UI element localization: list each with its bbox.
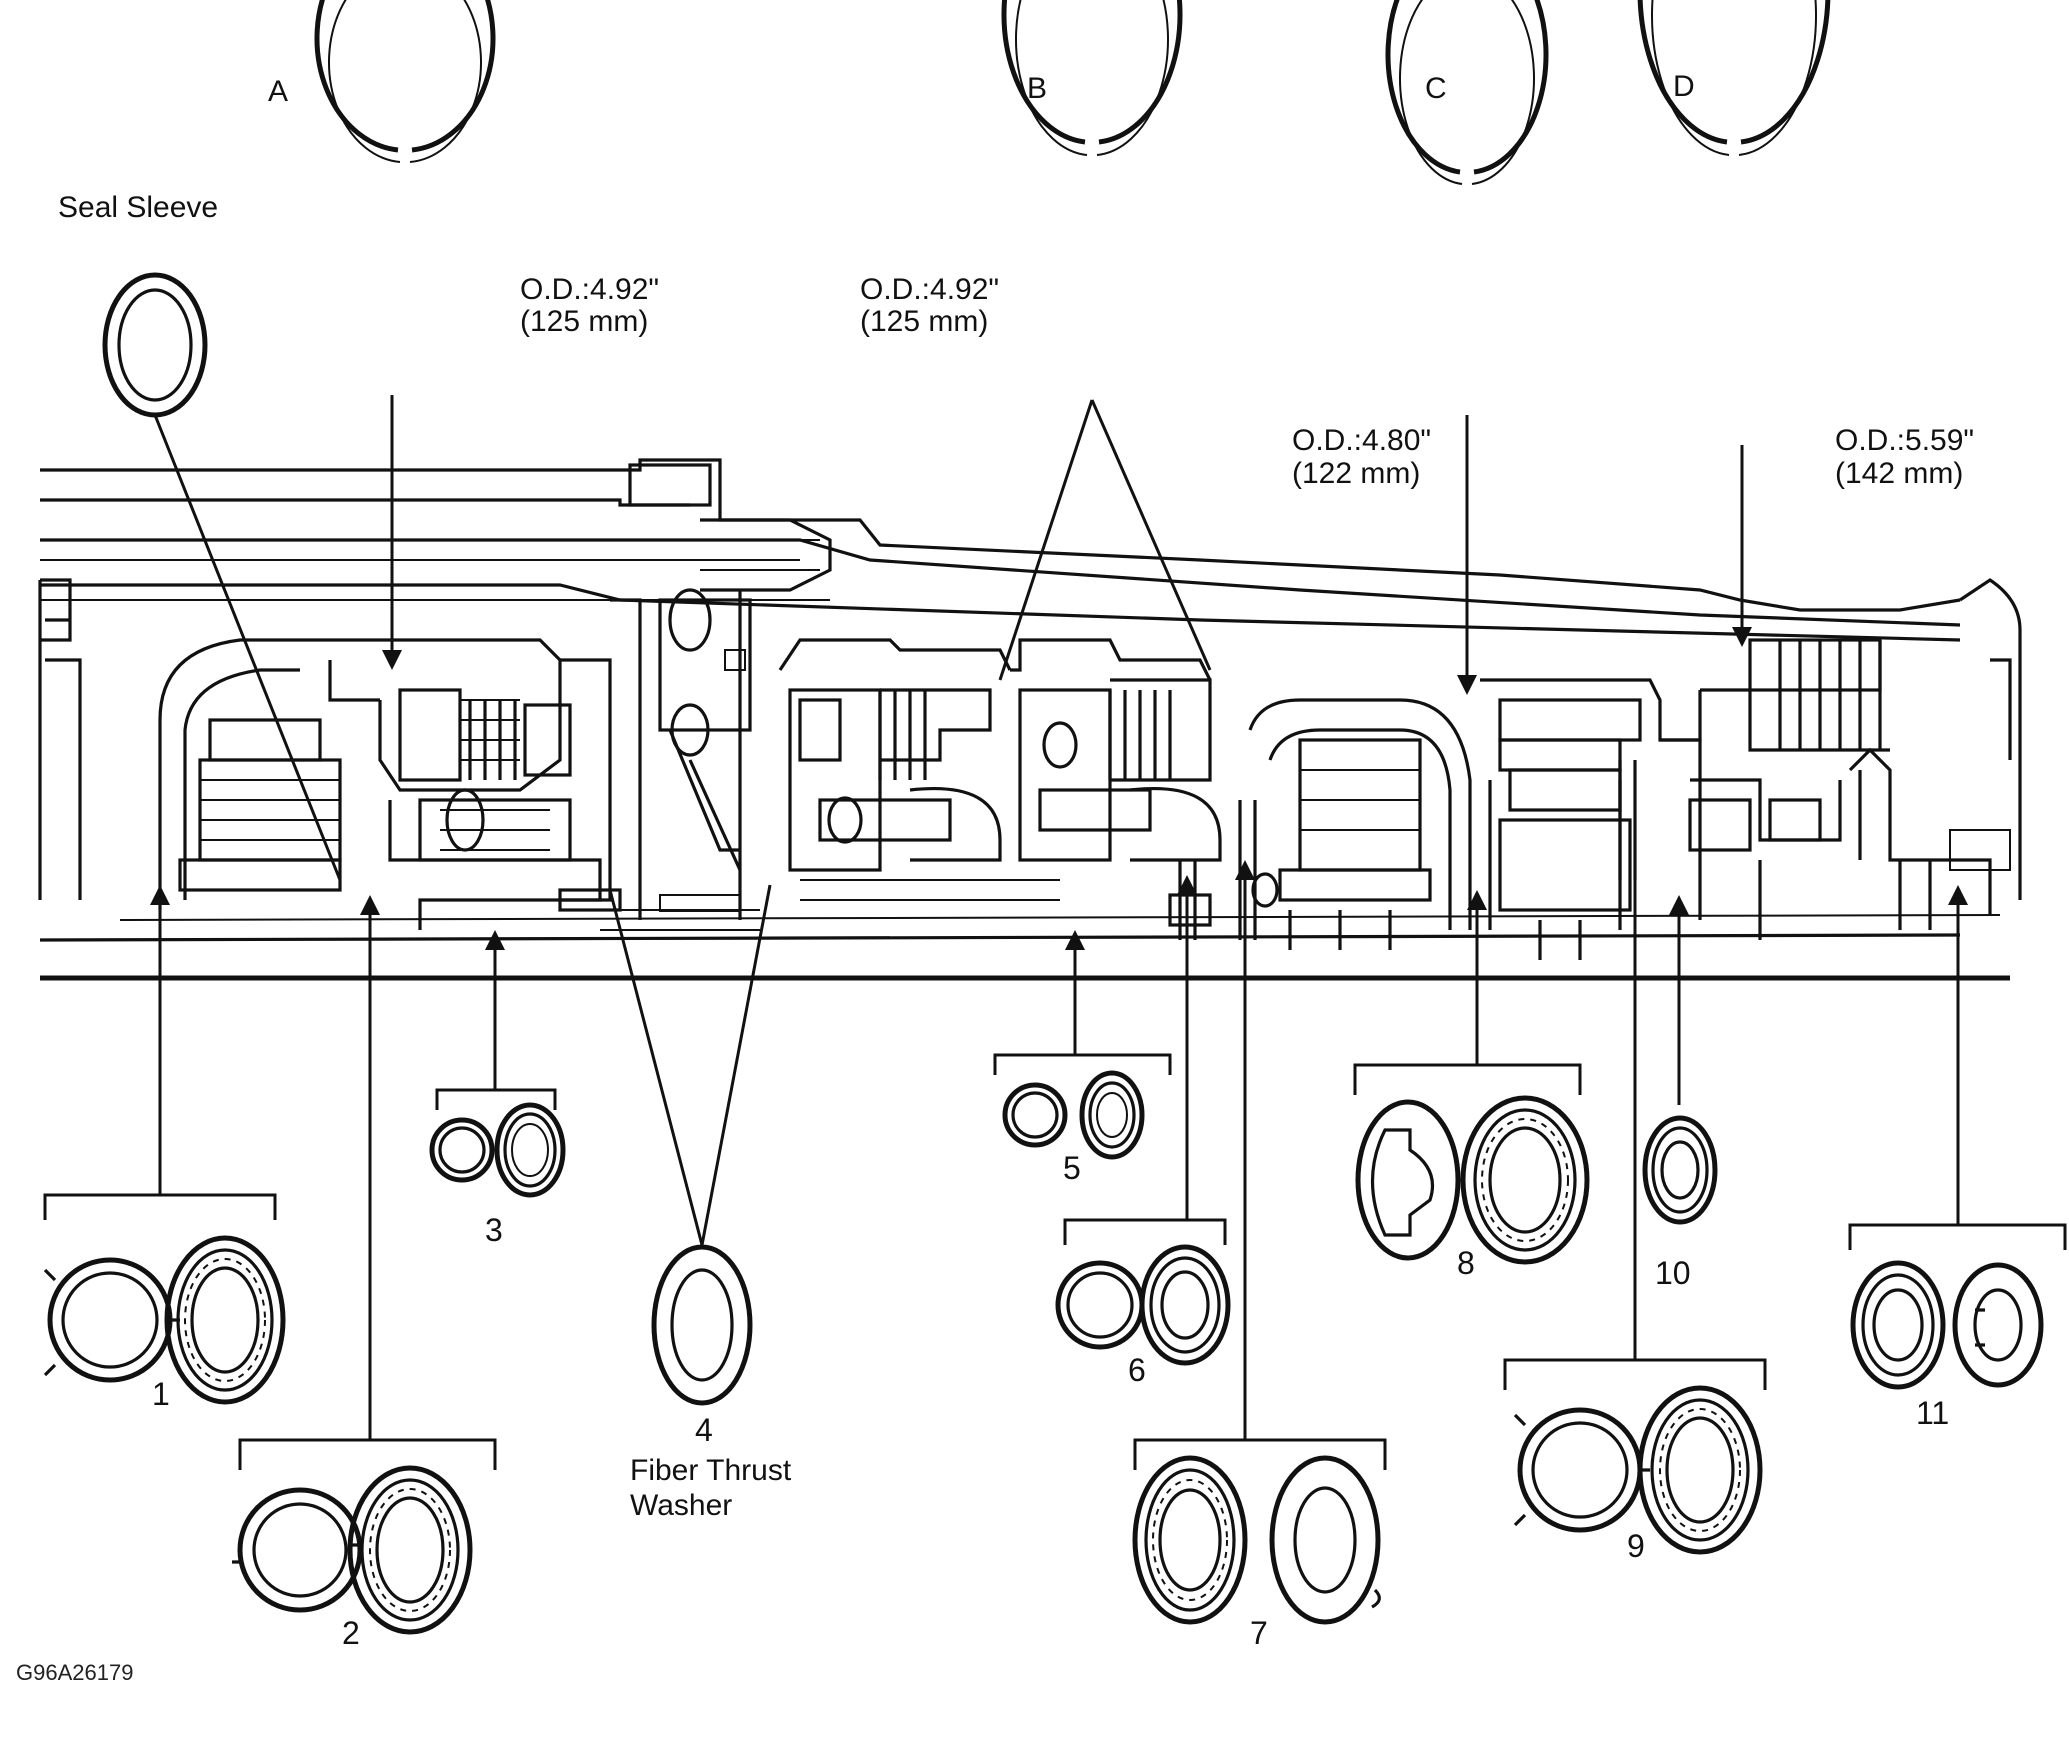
od-c-mm: (122 mm) [1292,457,1421,490]
callout-6: 6 [1128,1352,1146,1388]
component-7-bearing-and-washer [1132,1455,1381,1625]
component-4-fiber-thrust-washer [651,1244,753,1406]
callout-2: 2 [342,1615,360,1651]
callout-5: 5 [1063,1150,1081,1186]
od-d-mm: (142 mm) [1835,457,1964,490]
od-b-inch: O.D.:4.92" [860,273,1000,306]
fiber-thrust-washer-line2: Washer [630,1489,733,1522]
figure-code: G96A26179 [16,1660,134,1685]
callout-9: 9 [1627,1528,1645,1564]
component-6-washer-and-bearing [1055,1244,1231,1366]
component-9-washer-and-bearing [1513,1385,1763,1555]
od-a-inch: O.D.:4.92" [520,273,660,306]
ring-label-a: A [268,75,289,108]
component-2-washer-and-bearing [232,1465,473,1635]
seal-ring-a [314,0,496,163]
component-10-bearing [1642,1115,1718,1225]
od-c-inch: O.D.:4.80" [1292,424,1432,457]
component-11-bearing-and-washer [1850,1260,2044,1390]
seal-ring-d [1637,0,1831,156]
leader-lines [150,395,1968,1440]
callout-brackets [43,1053,2067,1470]
callout-11: 11 [1916,1395,1950,1431]
ring-label-c: C [1425,72,1447,105]
seal-ring-c [1385,0,1549,185]
callout-3: 3 [485,1212,503,1248]
component-8-washer-and-bearing [1355,1095,1590,1265]
od-d-inch: O.D.:5.59" [1835,424,1975,457]
seal-sleeve-label: Seal Sleeve [58,191,219,224]
fiber-thrust-washer-line1: Fiber Thrust [630,1454,792,1487]
od-a-mm: (125 mm) [520,305,649,338]
callout-10: 10 [1655,1255,1691,1291]
seal-sleeve-ring [102,272,208,418]
component-3-washer-and-bearing [429,1102,566,1198]
callout-7: 7 [1250,1615,1268,1651]
callout-4: 4 [695,1412,713,1448]
ring-label-b: B [1027,72,1048,105]
component-1-washer-and-bearing [43,1235,286,1405]
callout-8: 8 [1457,1245,1475,1281]
ring-label-d: D [1673,70,1695,103]
component-5-washer-and-bearing [1002,1070,1145,1160]
od-b-mm: (125 mm) [860,305,989,338]
callout-1: 1 [152,1376,170,1412]
seal-ring-b [1001,0,1183,156]
transmission-cross-section [38,458,2022,981]
